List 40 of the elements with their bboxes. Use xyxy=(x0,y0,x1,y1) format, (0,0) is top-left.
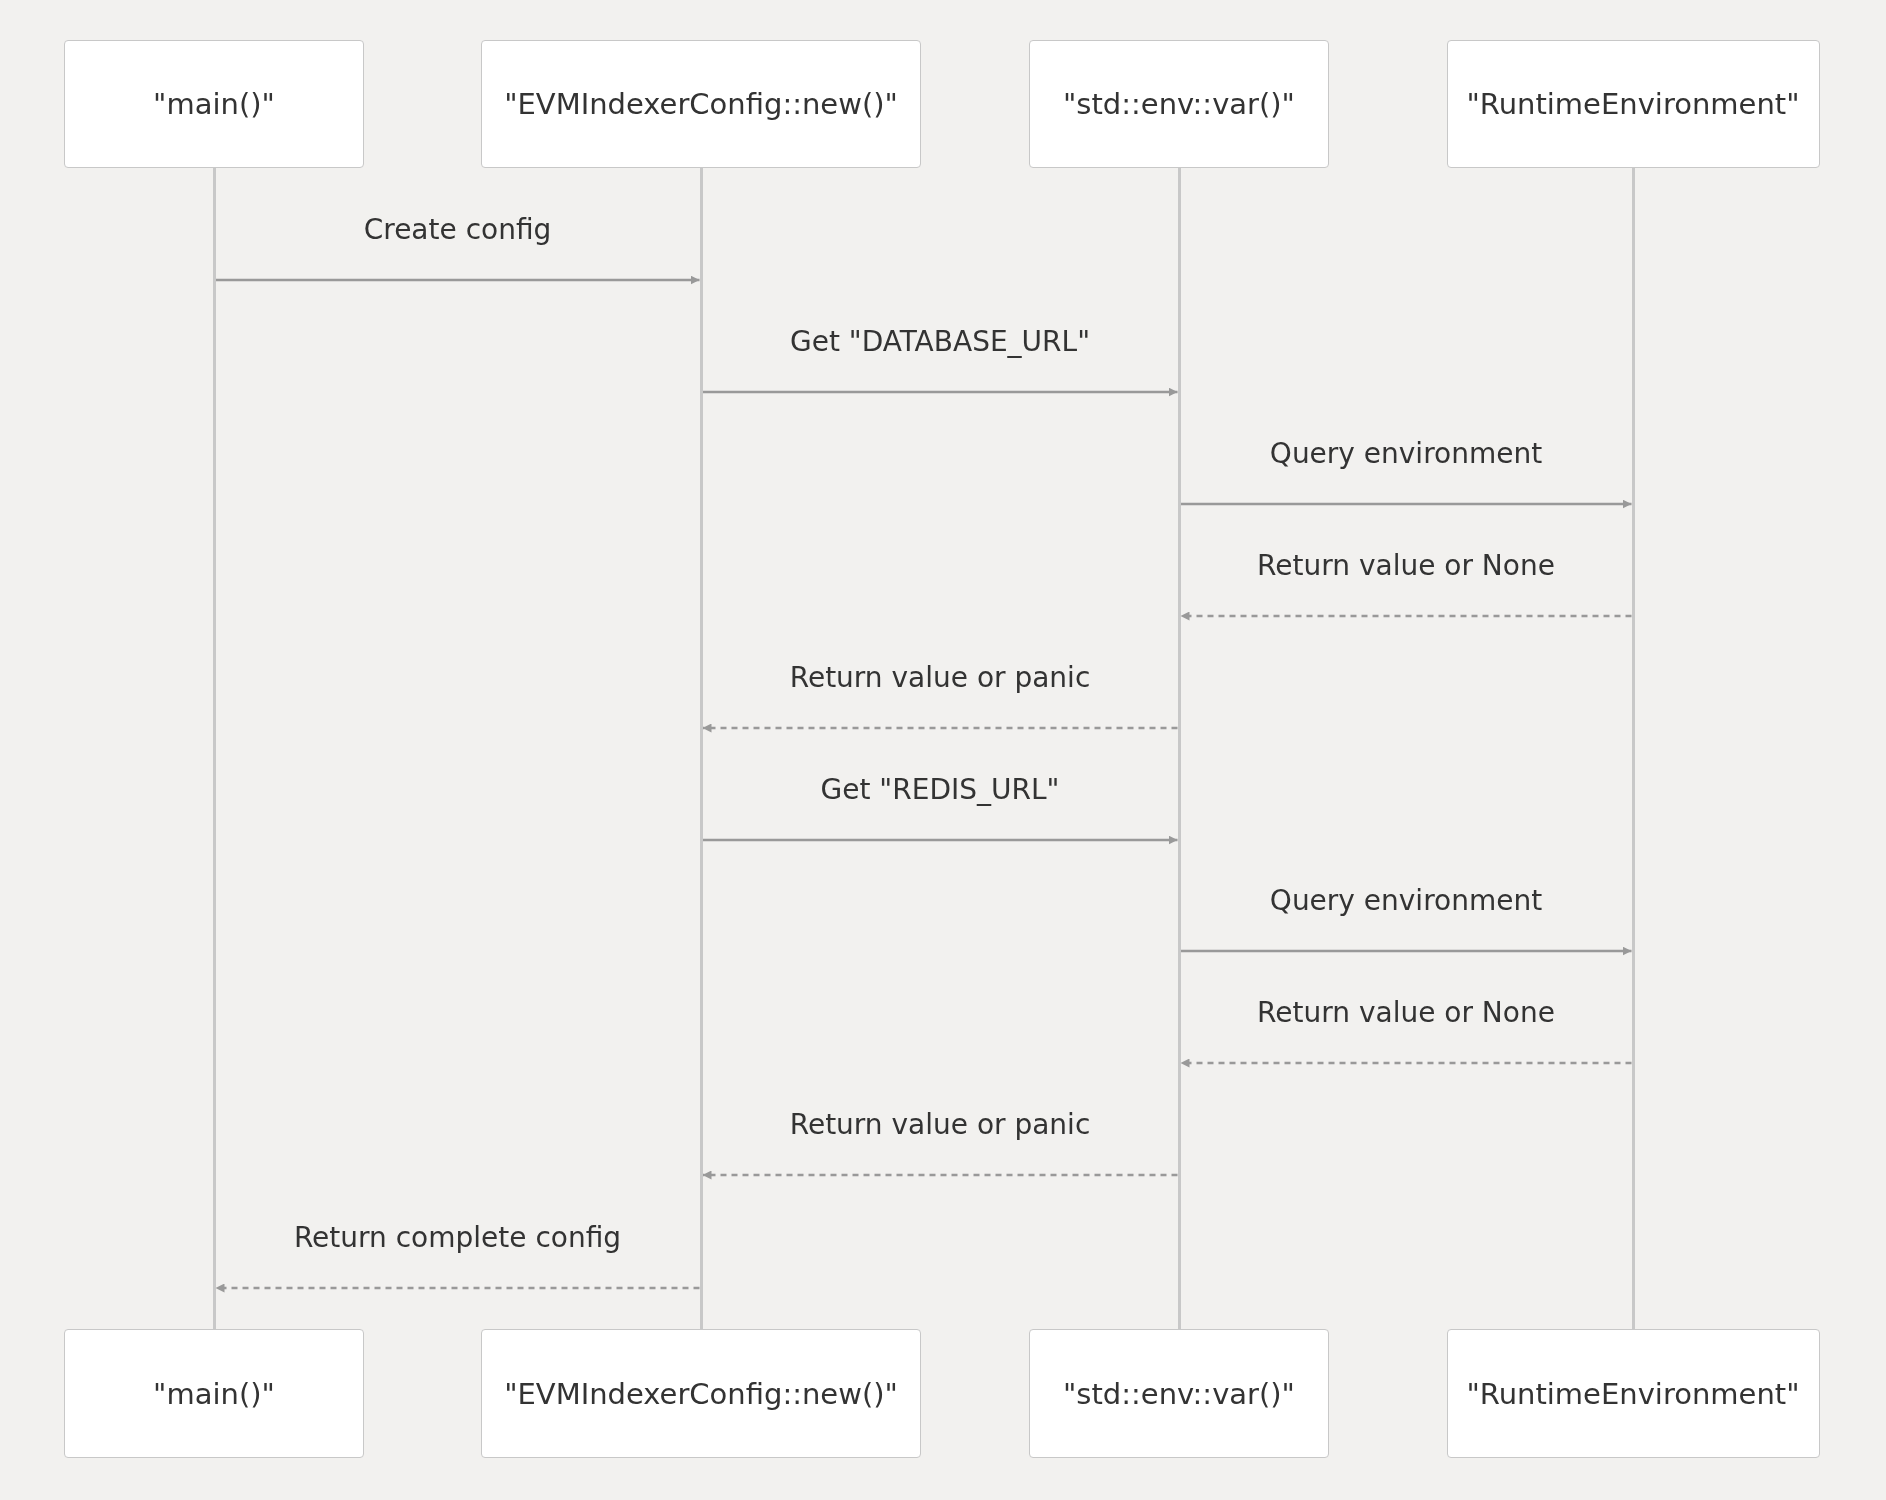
message-label: Return value or panic xyxy=(789,661,1091,694)
participant-name: "main()" xyxy=(153,87,275,121)
message-label: Return value or None xyxy=(1257,996,1555,1029)
return-arrow xyxy=(1180,611,1632,621)
message-arrow xyxy=(1180,946,1632,956)
return-arrow xyxy=(702,1170,1178,1180)
lifeline xyxy=(1177,168,1181,1329)
participant-name: "main()" xyxy=(153,1376,275,1411)
message-arrow xyxy=(702,387,1178,397)
participant-name: "EVMIndexerConfig::new()" xyxy=(504,87,898,121)
participant-box xyxy=(481,40,921,168)
message-label: Return complete config xyxy=(293,1221,622,1254)
participant-box xyxy=(481,1329,921,1458)
lifeline xyxy=(1631,168,1635,1329)
return-arrow xyxy=(1180,1058,1632,1068)
message-label: Get "REDIS_URL" xyxy=(820,773,1060,806)
participant-name: "RuntimeEnvironment" xyxy=(1466,1376,1800,1411)
participant-box xyxy=(1029,1329,1329,1458)
participant-box xyxy=(1029,40,1329,168)
return-arrow xyxy=(215,1283,700,1293)
participant-name: "RuntimeEnvironment" xyxy=(1466,87,1800,121)
participant-box xyxy=(1446,1329,1820,1458)
message-label: Query environment xyxy=(1269,437,1543,470)
message-arrow xyxy=(702,835,1178,845)
message-label: Create config xyxy=(363,213,552,246)
participant-box xyxy=(64,40,364,168)
message-label: Get "DATABASE_URL" xyxy=(789,325,1091,358)
participant-name: "EVMIndexerConfig::new()" xyxy=(504,1376,898,1411)
participant-box xyxy=(64,1329,364,1458)
message-label: Return value or None xyxy=(1257,549,1555,582)
message-label: Return value or panic xyxy=(789,1108,1091,1141)
participant-name: "std::env::var()" xyxy=(1063,1376,1295,1411)
message-label: Query environment xyxy=(1269,884,1543,917)
return-arrow xyxy=(702,723,1178,733)
message-arrow xyxy=(215,275,700,285)
lifeline xyxy=(212,168,216,1329)
message-arrow xyxy=(1180,499,1632,509)
participant-name: "std::env::var()" xyxy=(1063,87,1295,121)
participant-box xyxy=(1446,40,1820,168)
lifeline xyxy=(699,168,703,1329)
